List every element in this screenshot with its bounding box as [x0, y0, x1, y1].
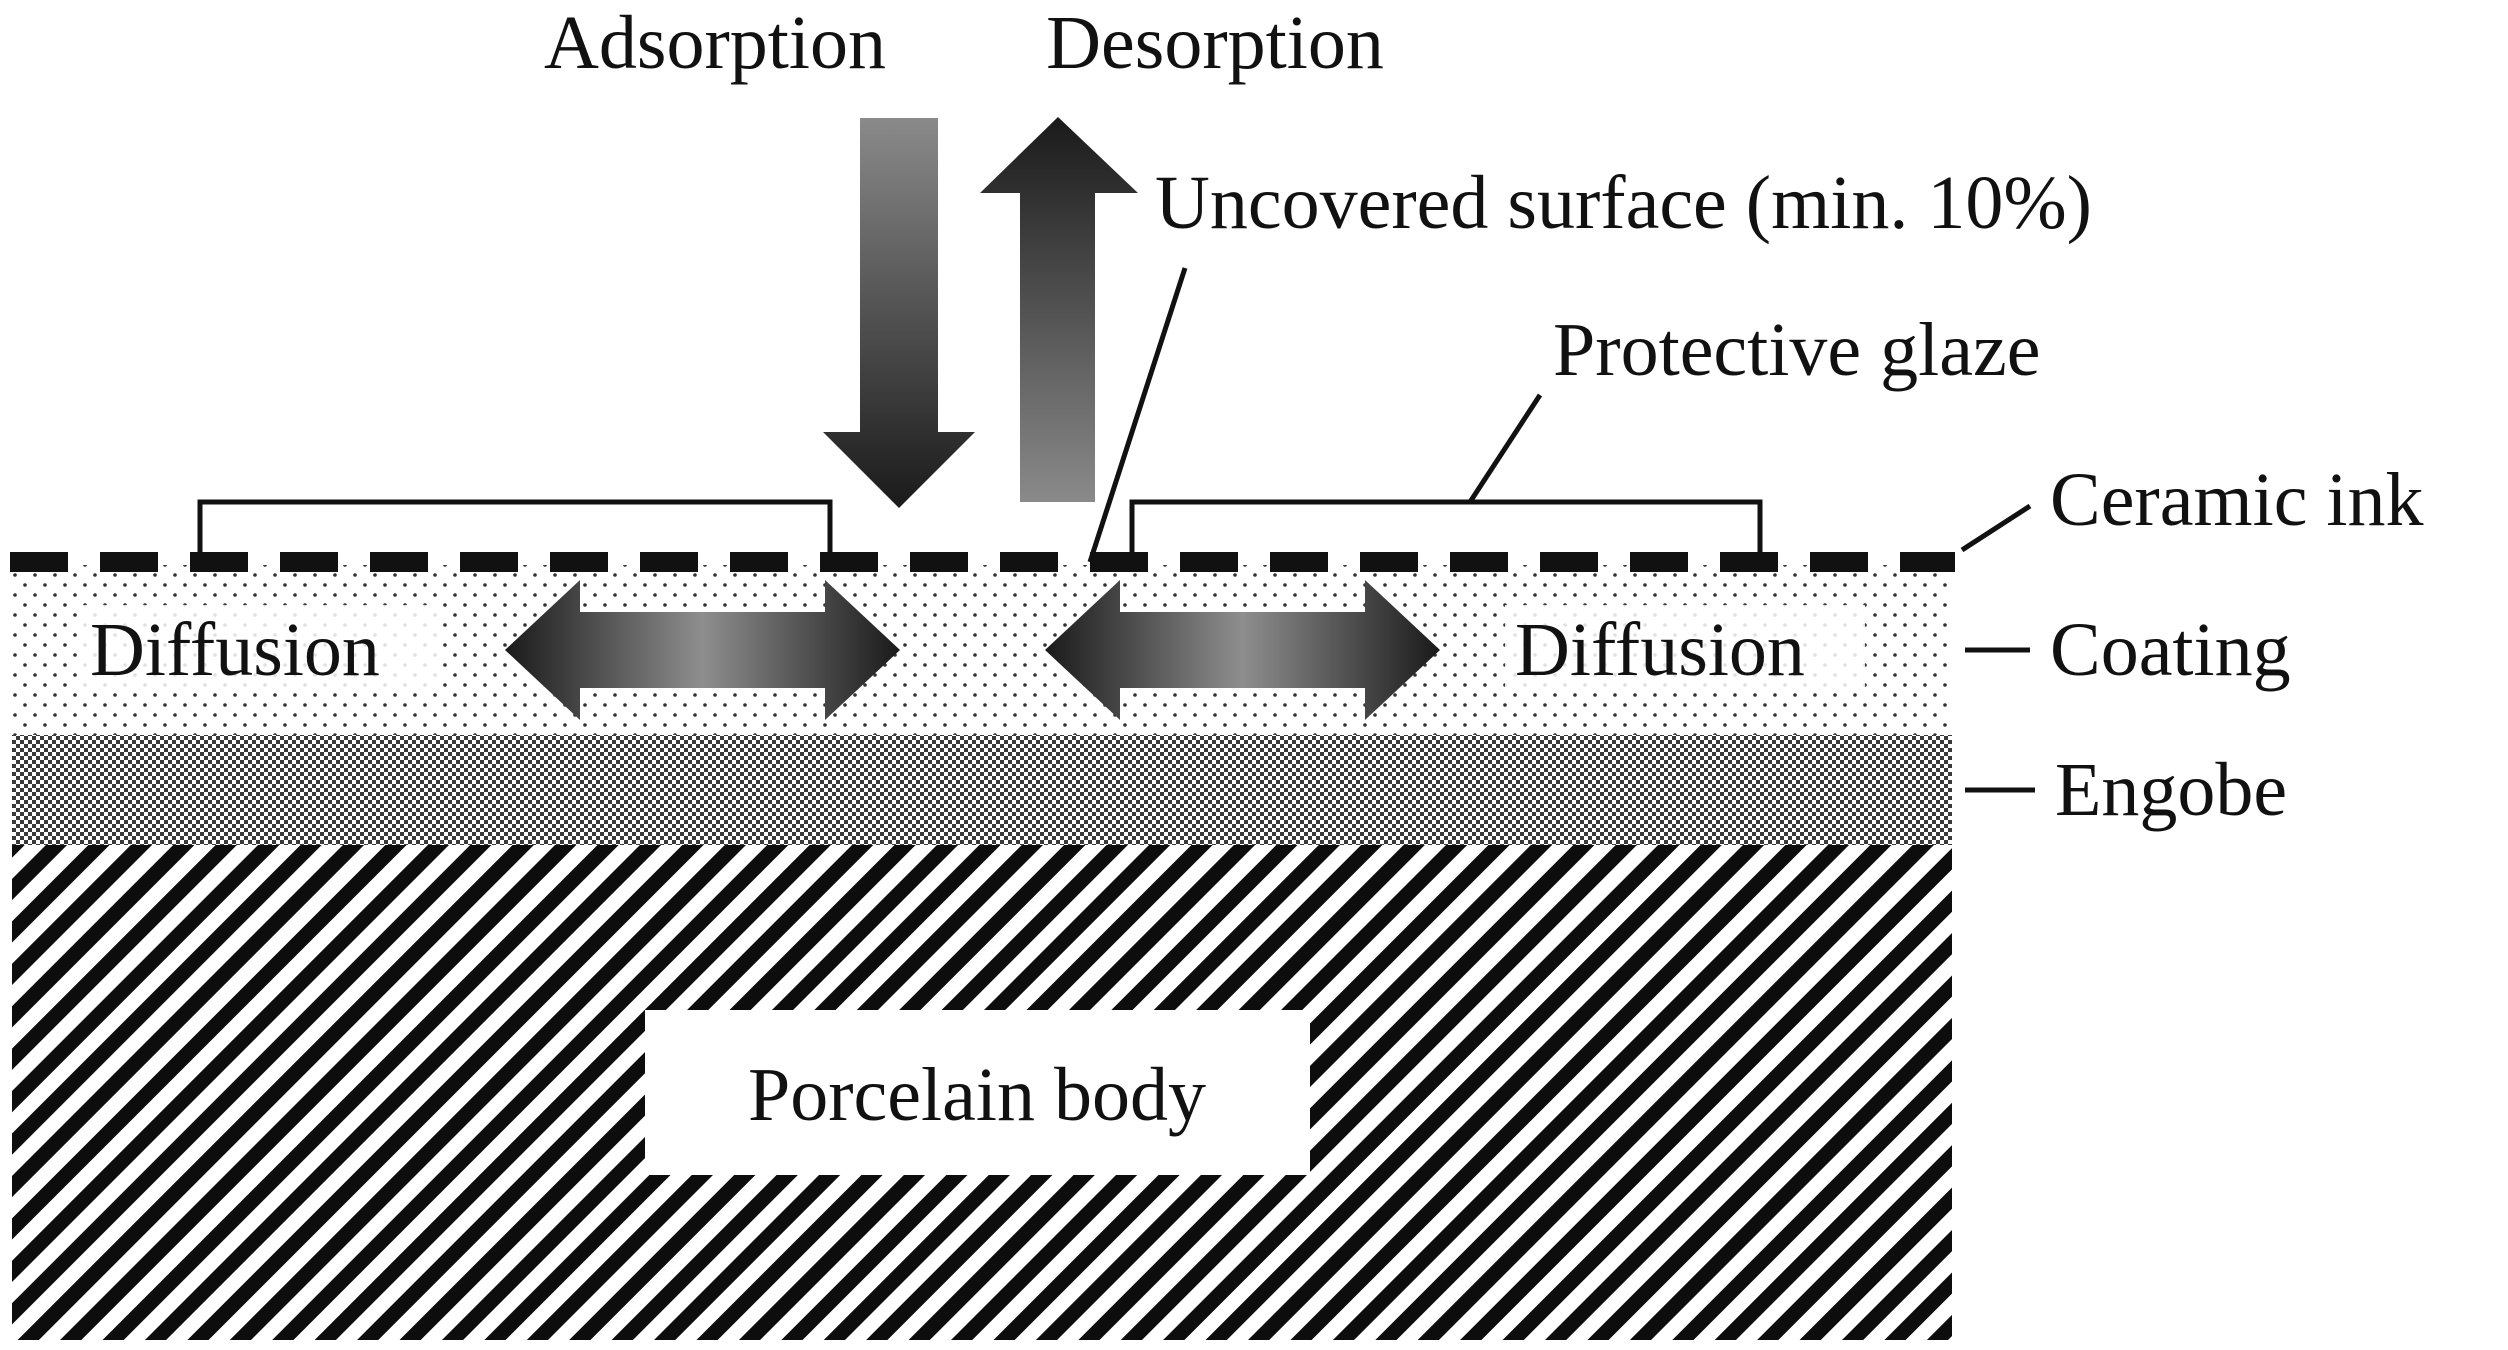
- adsorption-arrow: [823, 118, 975, 508]
- coating-label: Coating: [2050, 608, 2291, 692]
- diffusion-right-label-box: [1505, 605, 1865, 690]
- protective-glaze-left: [197, 499, 833, 562]
- engobe-label: Engobe: [2055, 748, 2287, 832]
- desorption-label: Desorption: [1046, 1, 1384, 85]
- diffusion-left-label: Diffusion: [90, 608, 380, 692]
- porcelain-body-label-box: [645, 1010, 1310, 1175]
- protective-glaze-right: [1129, 499, 1763, 562]
- protective-glaze-leader: [1467, 393, 1543, 504]
- diffusion-right-label: Diffusion: [1515, 608, 1805, 692]
- uncovered-surface-label: Uncovered surface (min. 10%): [1155, 161, 2092, 245]
- protective-glaze-label: Protective glaze: [1553, 308, 2040, 392]
- ceramic-ink-leader: [1960, 503, 2032, 553]
- ceramic-ink-label: Ceramic ink: [2050, 458, 2424, 542]
- adsorption-label: Adsorption: [544, 1, 886, 85]
- uncovered-surface-leader: [1087, 267, 1188, 563]
- diffusion-arrow-right: [1045, 580, 1440, 720]
- diffusion-left-label-box: [80, 605, 440, 690]
- desorption-arrow: [980, 117, 1138, 502]
- porcelain-body-label: Porcelain body: [748, 1053, 1206, 1137]
- diffusion-arrow-left: [505, 580, 900, 720]
- engobe-layer: [12, 735, 1952, 845]
